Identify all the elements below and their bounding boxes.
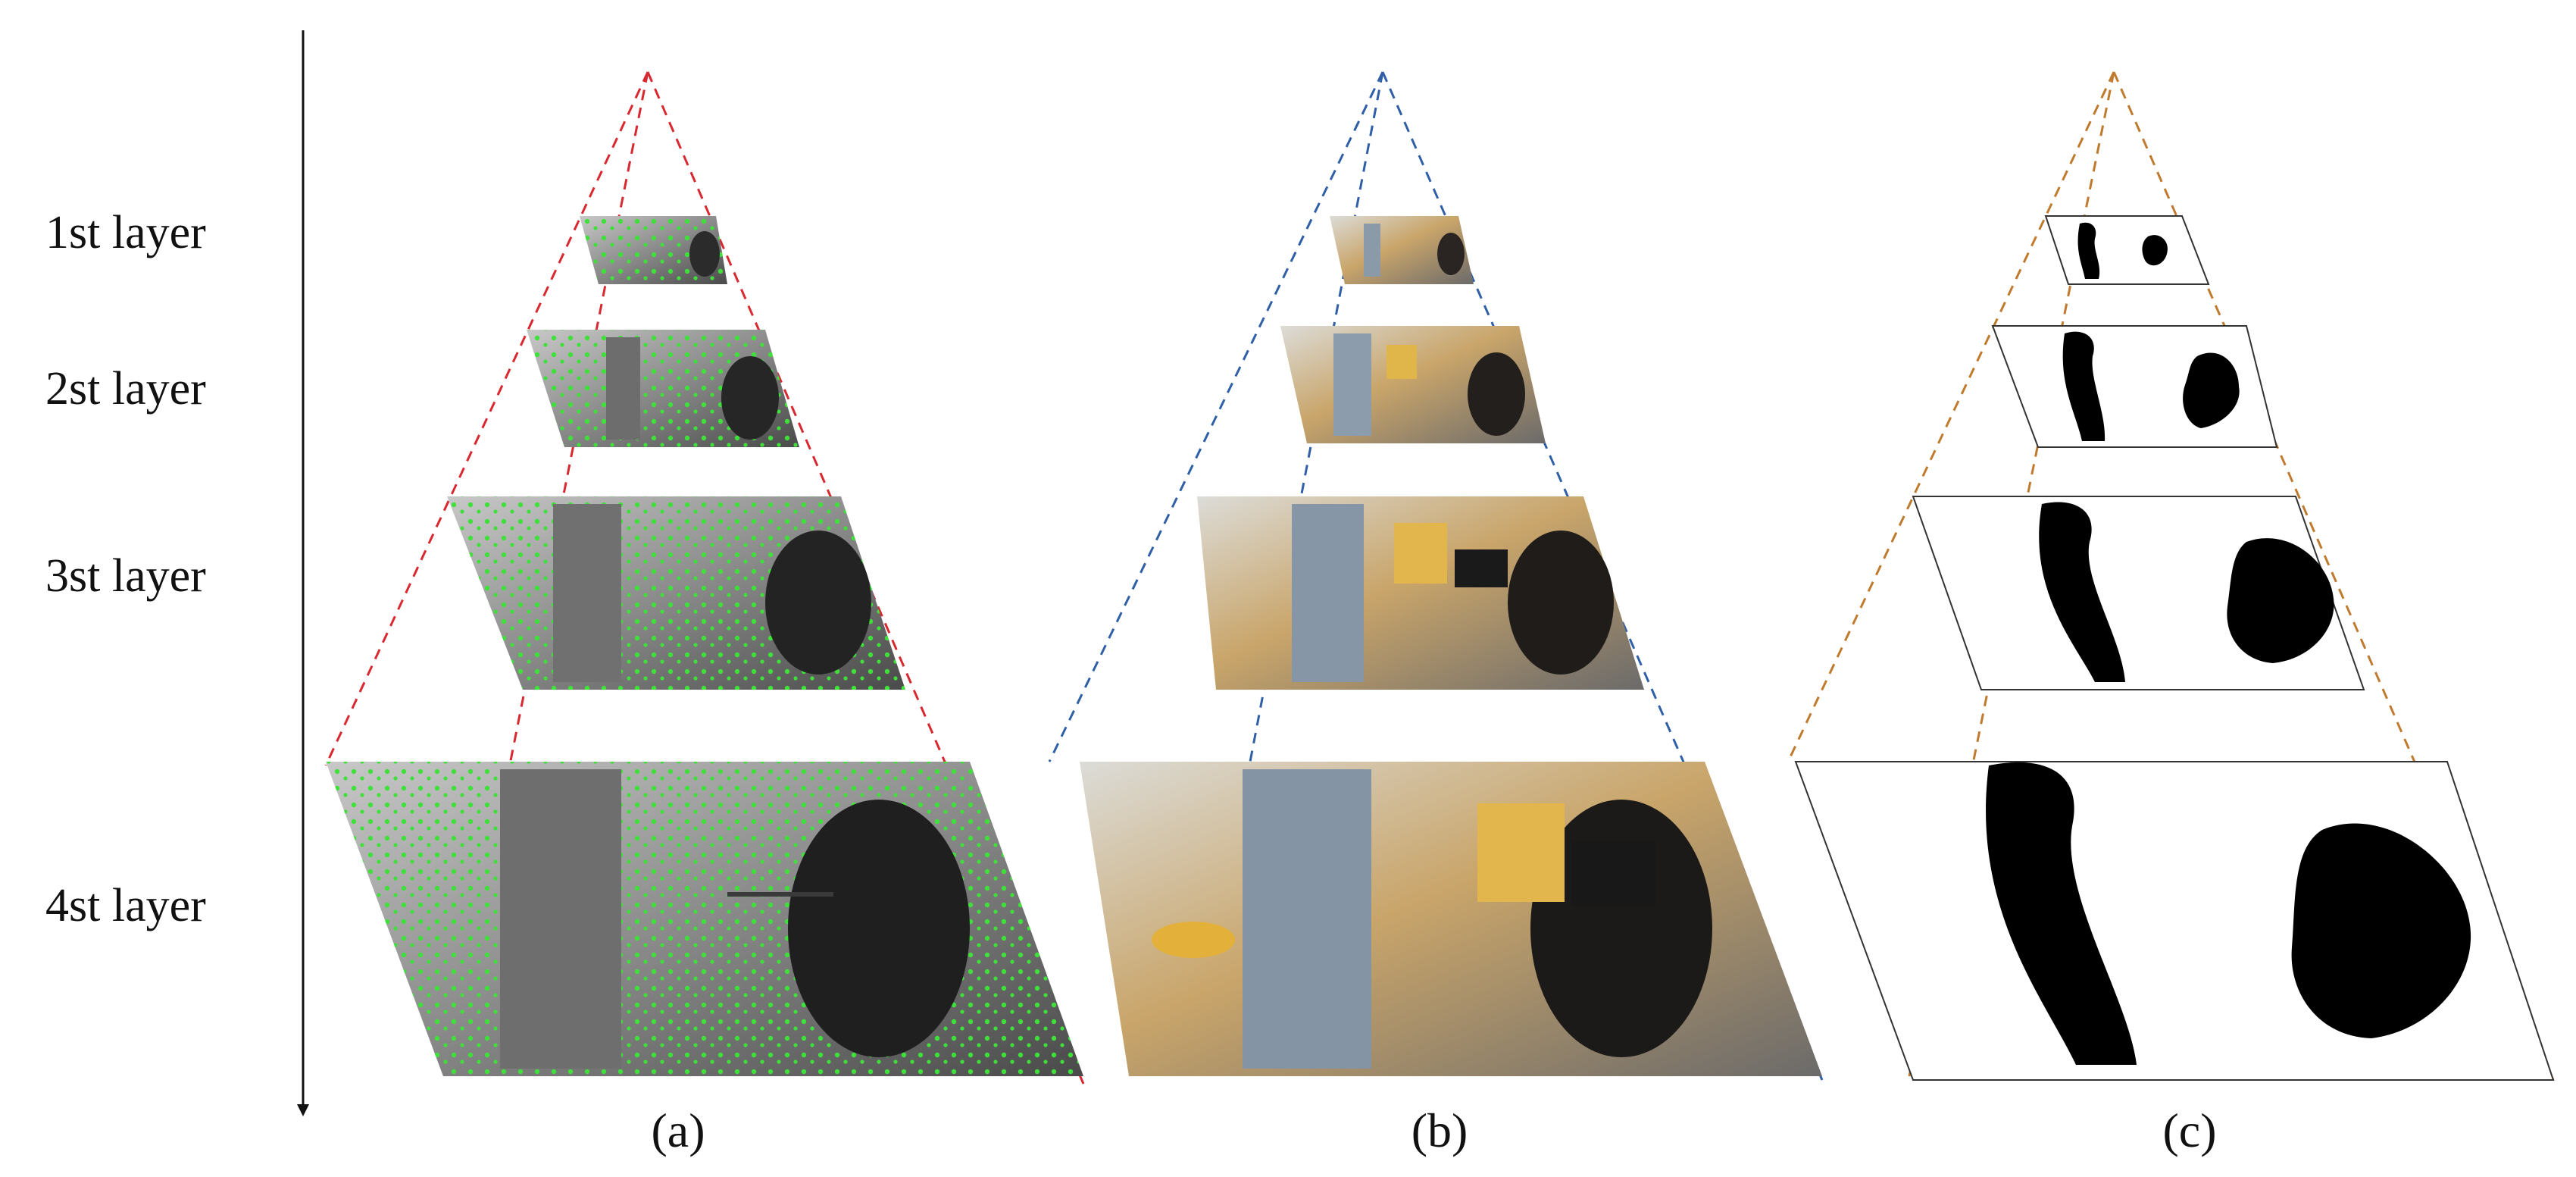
panel-c-layer-4 — [1794, 761, 2555, 1081]
panel-b-layer-4 — [1080, 762, 1822, 1076]
panel-b-layer-3 — [1197, 496, 1644, 690]
panel-a-layer-1 — [580, 216, 727, 284]
panel-c-layer-2 — [1991, 325, 2278, 448]
panel-label-c: (c) — [2162, 1103, 2217, 1157]
panel-a-layer-2 — [527, 330, 799, 447]
panel-c-layer-1 — [2044, 215, 2210, 285]
panel-a-pyramid — [324, 71, 1085, 1085]
panel-label-b: (b) — [1411, 1103, 1468, 1157]
panel-c-pyramid — [1787, 71, 2555, 1081]
panel-b-layer-1 — [1330, 216, 1474, 284]
panel-b-pyramid — [1048, 71, 1824, 1081]
panel-c-layer-3 — [1912, 496, 2365, 690]
layer-label-3: 3st layer — [45, 550, 206, 602]
panel-label-a: (a) — [651, 1103, 705, 1157]
panel-a-layer-4 — [326, 762, 1083, 1076]
layer-label-2: 2st layer — [45, 363, 206, 415]
panel-b-layer-2 — [1280, 326, 1546, 443]
layer-label-1: 1st layer — [45, 207, 206, 258]
panel-a-layer-3 — [447, 496, 905, 690]
layer-label-4: 4st layer — [45, 880, 206, 931]
